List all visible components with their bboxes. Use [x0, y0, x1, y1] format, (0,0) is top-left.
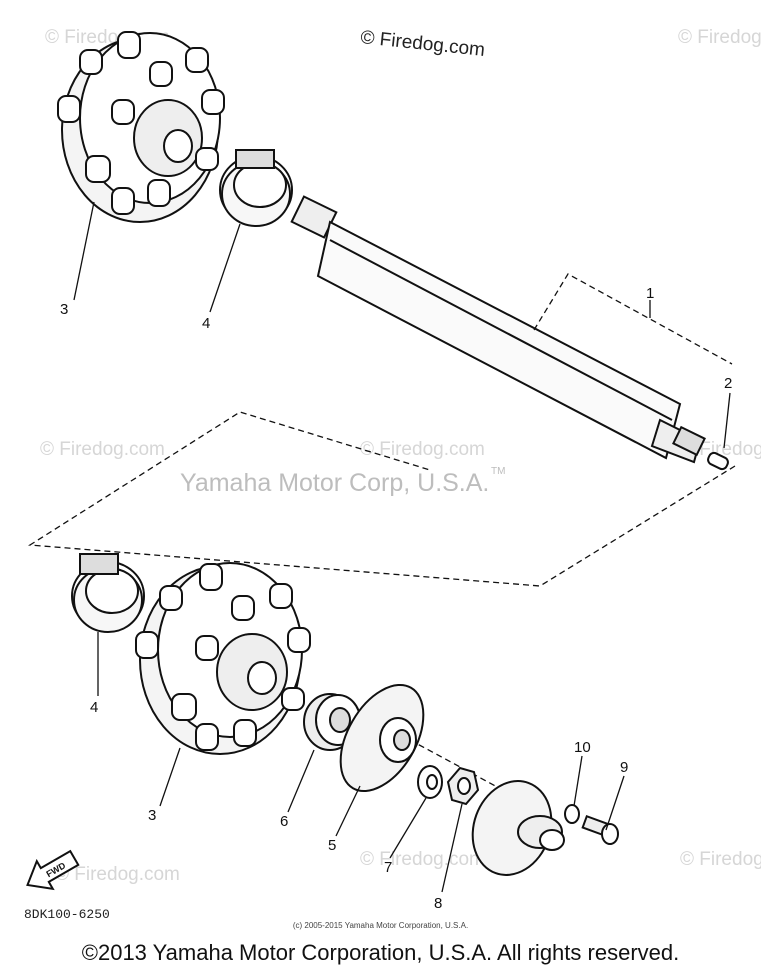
- fwd-arrow-icon: FWD: [26, 849, 80, 891]
- callout-4-lower: 4: [90, 699, 98, 716]
- callout-3-upper: 3: [60, 301, 68, 318]
- callout-10: 10: [574, 739, 591, 756]
- leader-lines: [73, 201, 731, 893]
- callout-2: 2: [724, 375, 732, 392]
- callout-3-lower: 3: [148, 807, 156, 824]
- flange: [339, 683, 425, 793]
- hose-clamp-upper: [219, 149, 293, 227]
- callout-4-upper: 4: [202, 315, 210, 332]
- footer-copyright: ©2013 Yamaha Motor Corporation, U.S.A. A…: [81, 940, 680, 965]
- drive-shaft: [290, 195, 706, 464]
- watermark-botcenter: © Firedog.com: [360, 849, 485, 870]
- bolt: [581, 814, 619, 845]
- end-cap: [471, 780, 565, 876]
- watermark-botleft: © Firedog.com: [55, 864, 180, 885]
- site-copyright: © Firedog.com: [359, 27, 485, 61]
- hose-clamp-lower: [71, 553, 145, 633]
- washer: [417, 765, 443, 799]
- plug: [707, 451, 729, 471]
- watermark-midleft: © Firedog.com: [40, 439, 165, 460]
- callout-1: 1: [646, 285, 654, 302]
- callouts: 1 2 3 4 4 3 6 5 7 8 10 9: [60, 285, 732, 912]
- callout-7: 7: [384, 859, 392, 876]
- lock-washer: [564, 804, 580, 824]
- watermark-tm: TM: [491, 466, 505, 477]
- watermark-yamaha: Yamaha Motor Corp, U.S.A.: [180, 469, 489, 497]
- watermark-midcenter: © Firedog.com: [360, 439, 485, 460]
- drawing-code: 8DK100-6250: [24, 907, 110, 922]
- callout-6: 6: [280, 813, 288, 830]
- watermark-topright: © Firedog.com: [678, 27, 761, 48]
- watermarks: © Firedog.com © Firedog.com © Firedog.co…: [40, 27, 761, 885]
- sprocket-lower: [135, 562, 311, 755]
- sprocket-upper: [57, 31, 225, 223]
- watermark-botright: © Firedog.com: [680, 849, 761, 870]
- callout-8: 8: [434, 895, 442, 912]
- callout-9: 9: [620, 759, 628, 776]
- nut: [446, 766, 480, 806]
- callout-5: 5: [328, 837, 336, 854]
- fine-print: (c) 2005-2015 Yamaha Motor Corporation, …: [292, 921, 469, 930]
